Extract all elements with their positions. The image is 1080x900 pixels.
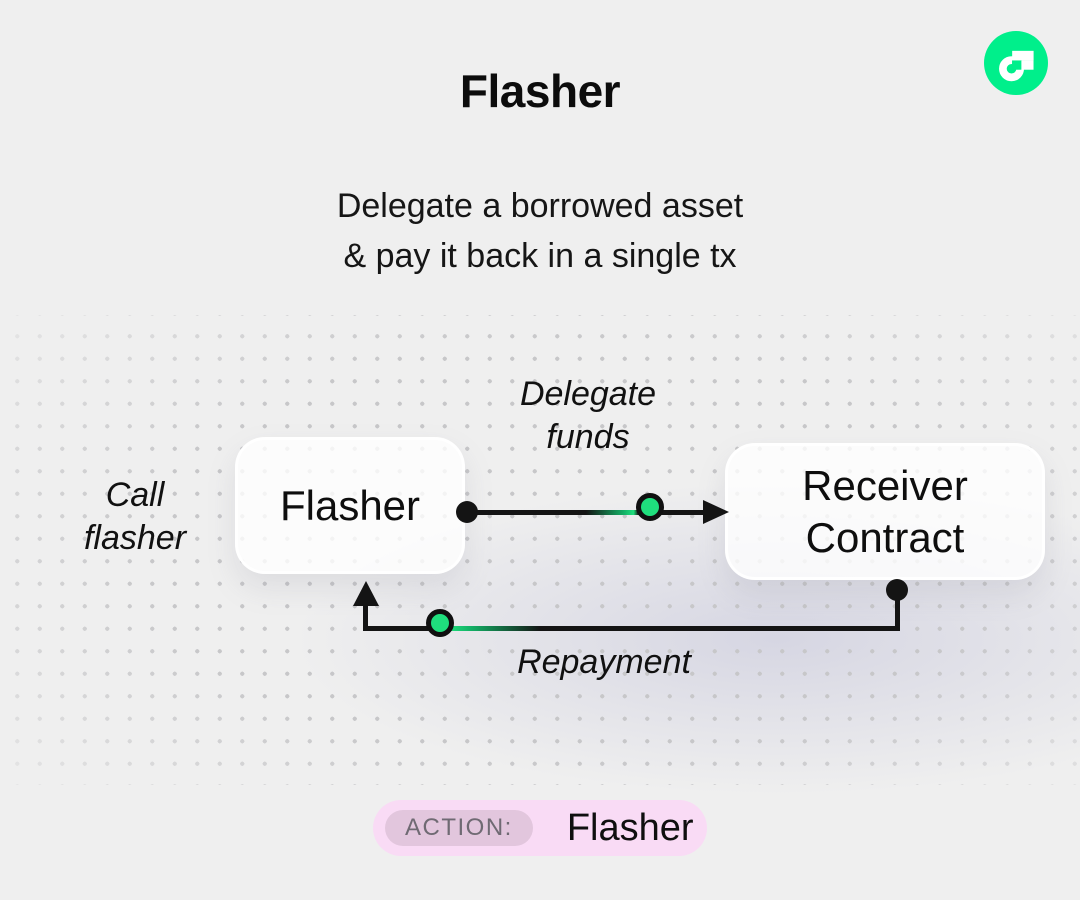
page-subtitle: Delegate a borrowed asset & pay it back …	[0, 181, 1080, 281]
delegate-funds-label: Delegate funds	[478, 373, 698, 459]
delegate-token-icon	[636, 493, 664, 521]
subtitle-line-2: & pay it back in a single tx	[343, 237, 737, 275]
repayment-edge-horizontal-line	[363, 625, 900, 631]
repayment-arrowhead-icon	[352, 581, 379, 606]
delegate-arrowhead-icon	[703, 500, 729, 524]
delegate-edge-line	[467, 509, 705, 515]
repayment-label: Repayment	[474, 641, 734, 684]
repayment-edge-stem-line	[363, 604, 368, 628]
delegate-funds-line-1: Delegate	[519, 375, 657, 413]
repayment-token-icon	[426, 609, 454, 637]
call-flasher-label: Call flasher	[25, 474, 245, 560]
page-title: Flasher	[459, 65, 621, 117]
repayment-line-1: Repayment	[517, 643, 691, 681]
flow-logo-icon	[984, 31, 1048, 95]
call-flasher-line-1: Call	[105, 476, 165, 514]
delegate-funds-line-2: funds	[546, 418, 630, 456]
call-flasher-line-2: flasher	[83, 519, 187, 557]
action-value: Flasher	[566, 806, 694, 849]
subtitle-line-1: Delegate a borrowed asset	[336, 187, 744, 225]
receiver-node-label-line-2: Contract	[805, 513, 965, 561]
action-label-pill: ACTION:	[385, 810, 533, 846]
repayment-edge-vertical-line	[894, 589, 900, 631]
action-badge: ACTION: Flasher	[373, 800, 707, 856]
receiver-node-label-line-1: Receiver	[802, 461, 968, 509]
flasher-node-label: Flasher	[279, 481, 421, 529]
flasher-node: Flasher	[235, 437, 465, 574]
receiver-contract-node: Receiver Contract	[725, 443, 1045, 580]
